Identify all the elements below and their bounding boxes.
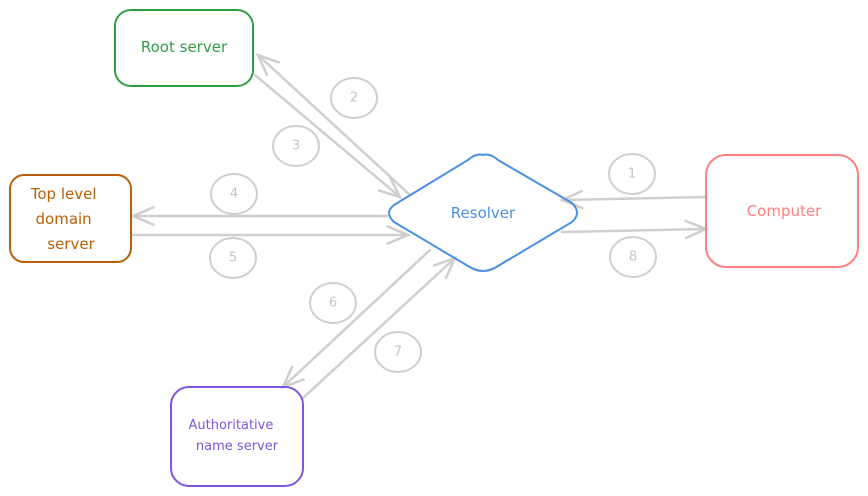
tld-server-label: Top level domain server xyxy=(30,185,102,253)
edge-step-2: 2 xyxy=(255,52,412,197)
edge-step-5: 5 xyxy=(131,225,412,279)
step-circle xyxy=(309,282,357,324)
step-circle xyxy=(374,331,422,373)
arrow-line xyxy=(560,227,708,234)
edge-step-6: 6 xyxy=(280,248,432,390)
resolver-label: Resolver xyxy=(451,204,516,222)
arrowhead-icon xyxy=(558,189,584,210)
computer-node[interactable]: Computer xyxy=(705,154,859,268)
edge-step-4: 4 xyxy=(129,173,389,226)
step-number: 5 xyxy=(229,251,237,266)
step-number: 1 xyxy=(628,167,636,182)
edges-layer: 1 2 3 4 5 6 7 8 xyxy=(129,52,710,400)
authoritative-server-label: Authoritative name server xyxy=(189,418,279,454)
resolver-diamond xyxy=(388,153,578,272)
step-circle xyxy=(608,153,656,195)
arrow-line xyxy=(256,53,412,197)
authoritative-server-node[interactable]: Authoritative name server xyxy=(170,386,304,487)
root-server-label: Root server xyxy=(141,38,228,56)
tld-server-box xyxy=(9,174,132,263)
arrow-line xyxy=(301,256,457,400)
arrowhead-icon xyxy=(377,176,403,200)
root-server-node[interactable]: Root server xyxy=(114,9,254,87)
step-circle xyxy=(272,125,320,167)
arrowhead-icon xyxy=(129,206,155,226)
computer-box xyxy=(705,154,859,268)
step-circle xyxy=(330,77,378,119)
arrow-line xyxy=(281,248,432,389)
authoritative-server-box xyxy=(170,386,304,487)
step-number: 4 xyxy=(230,187,238,202)
step-number: 3 xyxy=(292,139,300,154)
edge-step-7: 7 xyxy=(301,255,458,400)
step-number: 2 xyxy=(350,91,358,106)
step-circle xyxy=(609,236,657,278)
edge-step-8: 8 xyxy=(560,219,710,278)
arrow-line xyxy=(560,195,708,202)
step-number: 7 xyxy=(394,345,402,360)
step-circle xyxy=(209,237,257,279)
step-circle xyxy=(210,173,258,215)
edge-step-3: 3 xyxy=(253,73,403,200)
tld-server-node[interactable]: Top level domain server xyxy=(9,174,132,263)
arrow-line xyxy=(253,73,402,199)
computer-label: Computer xyxy=(747,202,822,220)
resolver-node[interactable]: Resolver xyxy=(388,153,578,272)
root-server-box xyxy=(114,9,254,87)
step-number: 8 xyxy=(629,250,637,265)
edge-step-1: 1 xyxy=(558,153,708,210)
arrowhead-icon xyxy=(255,52,280,77)
step-number: 6 xyxy=(329,296,337,311)
arrowhead-icon xyxy=(386,225,412,245)
